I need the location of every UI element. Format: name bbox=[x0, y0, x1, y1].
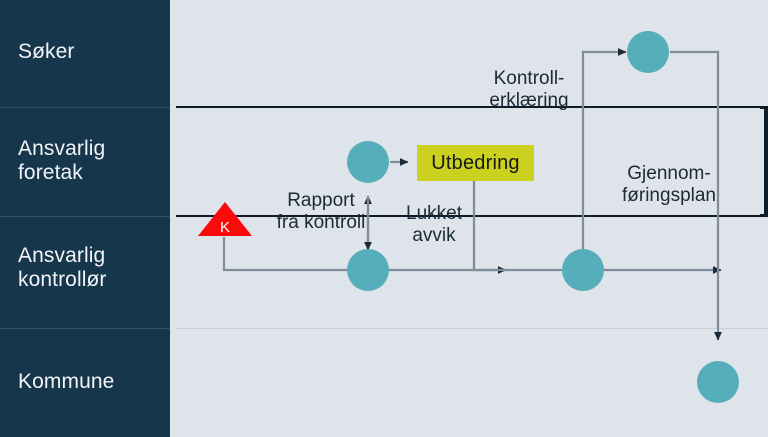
flow-edges bbox=[222, 48, 722, 341]
label-kontrollerklaering: Kontroll- erklæring bbox=[489, 68, 569, 112]
edge-kontrollerklaering bbox=[581, 48, 627, 250]
edge-gjennomforingsplan bbox=[670, 50, 722, 341]
swimlane-plane: Utbedring K Kontroll- erklæring Rapport … bbox=[176, 0, 768, 437]
edge-lukket-avvik bbox=[472, 180, 722, 274]
swimlane-sidebar: Søker Ansvarlig foretak Ansvarlig kontro… bbox=[0, 0, 170, 437]
sidebar-item-kommune[interactable]: Kommune bbox=[18, 370, 115, 393]
edge-k-to-avvik bbox=[222, 237, 507, 274]
lane-divider-foretak-kontrollor bbox=[176, 215, 768, 217]
node-kontrollor-lukket-avvik[interactable] bbox=[562, 249, 604, 291]
sidebar-divider-3 bbox=[0, 328, 170, 329]
label-lukket-avvik: Lukket avvik bbox=[406, 203, 462, 247]
sidebar-divider-2 bbox=[0, 216, 170, 217]
warning-triangle-icon[interactable]: K bbox=[198, 202, 252, 236]
task-utbedring[interactable]: Utbedring bbox=[417, 145, 534, 181]
marker-k-label: K bbox=[219, 219, 230, 236]
sidebar-item-ansvarlig-kontrollor[interactable]: Ansvarlig kontrollør bbox=[18, 244, 107, 291]
node-foretak-rapport[interactable] bbox=[347, 141, 389, 183]
triangle-shape bbox=[198, 202, 252, 236]
label-gjennomforingsplan: Gjennom- føringsplan bbox=[622, 163, 716, 207]
node-kommune[interactable] bbox=[697, 361, 739, 403]
lane-bracket-foretak bbox=[760, 107, 768, 216]
label-rapport-fra-kontroll: Rapport fra kontroll bbox=[276, 190, 366, 234]
node-kontrollor-avvik[interactable] bbox=[347, 249, 389, 291]
lane-divider-soker-foretak bbox=[176, 106, 768, 108]
sidebar-divider-1 bbox=[0, 107, 170, 108]
sidebar-item-ansvarlig-foretak[interactable]: Ansvarlig foretak bbox=[18, 137, 106, 184]
node-soker-kontrollerklaering[interactable] bbox=[627, 31, 669, 73]
lane-divider-kontrollor-kommune bbox=[176, 328, 768, 329]
sidebar-item-soker[interactable]: Søker bbox=[18, 40, 75, 63]
